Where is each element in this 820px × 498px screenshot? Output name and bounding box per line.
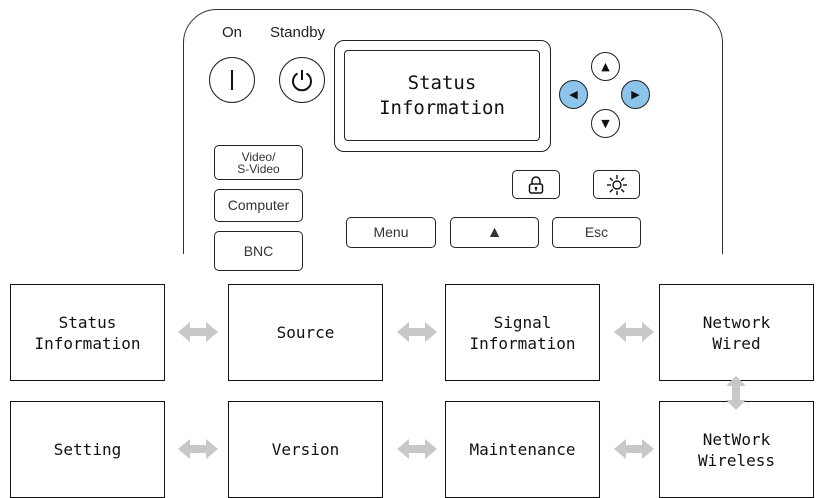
double-arrow-horizontal-icon	[614, 322, 654, 342]
node-label-line-1: Setting	[53, 440, 122, 459]
node-maintenance: Maintenance	[445, 401, 600, 498]
node-network-wireless: NetWork Wireless	[659, 401, 814, 498]
node-label-line-2: Wireless	[697, 450, 776, 470]
node-setting: Setting	[10, 401, 165, 498]
node-label-line-1: NetWork	[702, 429, 771, 449]
left-button[interactable]: ◀	[559, 80, 588, 109]
computer-label: Computer	[227, 197, 290, 213]
node-label-line-1: Maintenance	[469, 440, 576, 459]
double-arrow-horizontal-icon	[178, 439, 218, 459]
triangle-left-icon: ◀	[569, 88, 578, 101]
node-version: Version	[228, 401, 383, 498]
node-label-line-1: Version	[271, 440, 340, 459]
node-signal-information: Signal Information	[445, 284, 600, 381]
double-arrow-horizontal-icon	[397, 439, 437, 459]
right-button[interactable]: ▶	[621, 80, 650, 109]
triangle-up-icon: ▲	[486, 224, 503, 241]
video-button[interactable]: Video/ S-Video	[214, 145, 303, 180]
double-arrow-horizontal-icon	[614, 439, 654, 459]
menu-button[interactable]: Menu	[346, 217, 436, 248]
standby-button[interactable]	[279, 57, 325, 103]
node-source: Source	[228, 284, 383, 381]
esc-label: Esc	[584, 224, 609, 240]
standby-icon	[292, 70, 312, 92]
up-button[interactable]: ▲	[591, 52, 620, 81]
triangle-right-icon: ▶	[631, 88, 640, 101]
standby-label: Standby	[270, 24, 326, 41]
menu-label: Menu	[373, 224, 409, 240]
on-button[interactable]	[209, 57, 255, 103]
double-arrow-vertical-icon	[726, 376, 746, 410]
node-label-line-2: Information	[469, 333, 576, 353]
node-label-line-1: Status	[58, 312, 117, 332]
lock-button[interactable]	[512, 170, 560, 199]
lock-icon	[528, 175, 544, 194]
bnc-button[interactable]: BNC	[214, 231, 303, 271]
enter-up-button[interactable]: ▲	[450, 217, 539, 248]
brightness-button[interactable]	[593, 170, 640, 199]
node-label-line-2: Wired	[712, 333, 761, 353]
video-label-line-1: Video/	[241, 149, 276, 164]
on-label: On	[222, 24, 243, 41]
status-display: Status Information	[334, 40, 551, 152]
node-label-line-1: Network	[702, 312, 771, 332]
power-on-icon	[231, 70, 233, 90]
computer-button[interactable]: Computer	[214, 189, 303, 222]
double-arrow-horizontal-icon	[397, 322, 437, 342]
node-label-line-2: Information	[34, 333, 141, 353]
node-network-wired: Network Wired	[659, 284, 814, 381]
video-label-line-2: S-Video	[237, 161, 280, 176]
node-status-information: Status Information	[10, 284, 165, 381]
node-label-line-1: Signal	[493, 312, 552, 332]
display-line-2: Information	[379, 96, 505, 119]
node-label-line-1: Source	[276, 323, 335, 342]
down-button[interactable]: ▼	[591, 109, 620, 138]
triangle-up-icon: ▲	[601, 60, 610, 73]
triangle-down-icon: ▼	[601, 117, 610, 130]
esc-button[interactable]: Esc	[552, 217, 641, 248]
display-screen: Status Information	[344, 50, 540, 141]
bnc-label: BNC	[243, 242, 274, 259]
display-line-1: Status	[407, 71, 477, 94]
sun-icon	[606, 174, 627, 195]
double-arrow-horizontal-icon	[178, 322, 218, 342]
control-panel	[183, 9, 723, 299]
